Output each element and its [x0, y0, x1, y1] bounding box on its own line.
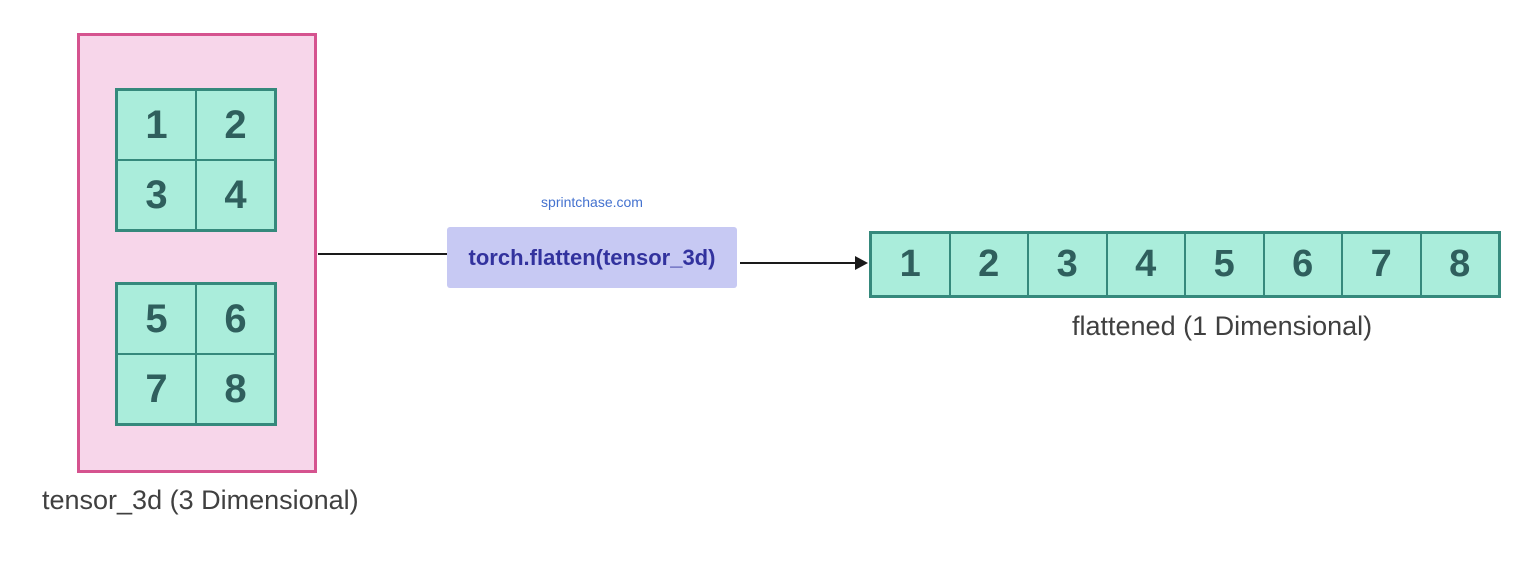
array-cell: 7 [1342, 233, 1421, 296]
array-cell: 3 [1028, 233, 1107, 296]
array-cell: 2 [949, 233, 1028, 296]
arrow-head-icon [855, 256, 868, 270]
array-cell: 6 [1263, 233, 1342, 296]
array-cell: 4 [1106, 233, 1185, 296]
matrix-slice-2: 5 6 7 8 [115, 282, 277, 426]
array-cell: 8 [1420, 233, 1499, 296]
matrix-cell: 7 [117, 354, 196, 424]
connector-line-left [318, 253, 447, 255]
matrix-cell: 6 [196, 284, 275, 354]
matrix-cell: 8 [196, 354, 275, 424]
tensor-3d-container: 1 2 3 4 5 6 7 8 [77, 33, 317, 473]
matrix-cell: 3 [117, 160, 196, 230]
operation-label: torch.flatten(tensor_3d) [468, 244, 716, 270]
matrix-cell: 5 [117, 284, 196, 354]
matrix-cell: 4 [196, 160, 275, 230]
matrix-slice-1: 1 2 3 4 [115, 88, 277, 232]
operation-box: torch.flatten(tensor_3d) [447, 227, 737, 288]
matrix-cell: 1 [117, 90, 196, 160]
connector-line-right [740, 262, 857, 264]
tensor-3d-label: tensor_3d (3 Dimensional) [42, 485, 359, 515]
watermark-text: sprintchase.com [541, 194, 643, 210]
flattened-label: flattened (1 Dimensional) [1072, 311, 1373, 341]
array-cell: 5 [1185, 233, 1264, 296]
array-cell: 1 [871, 233, 950, 296]
matrix-cell: 2 [196, 90, 275, 160]
flattened-array: 1 2 3 4 5 6 7 8 [869, 231, 1501, 298]
